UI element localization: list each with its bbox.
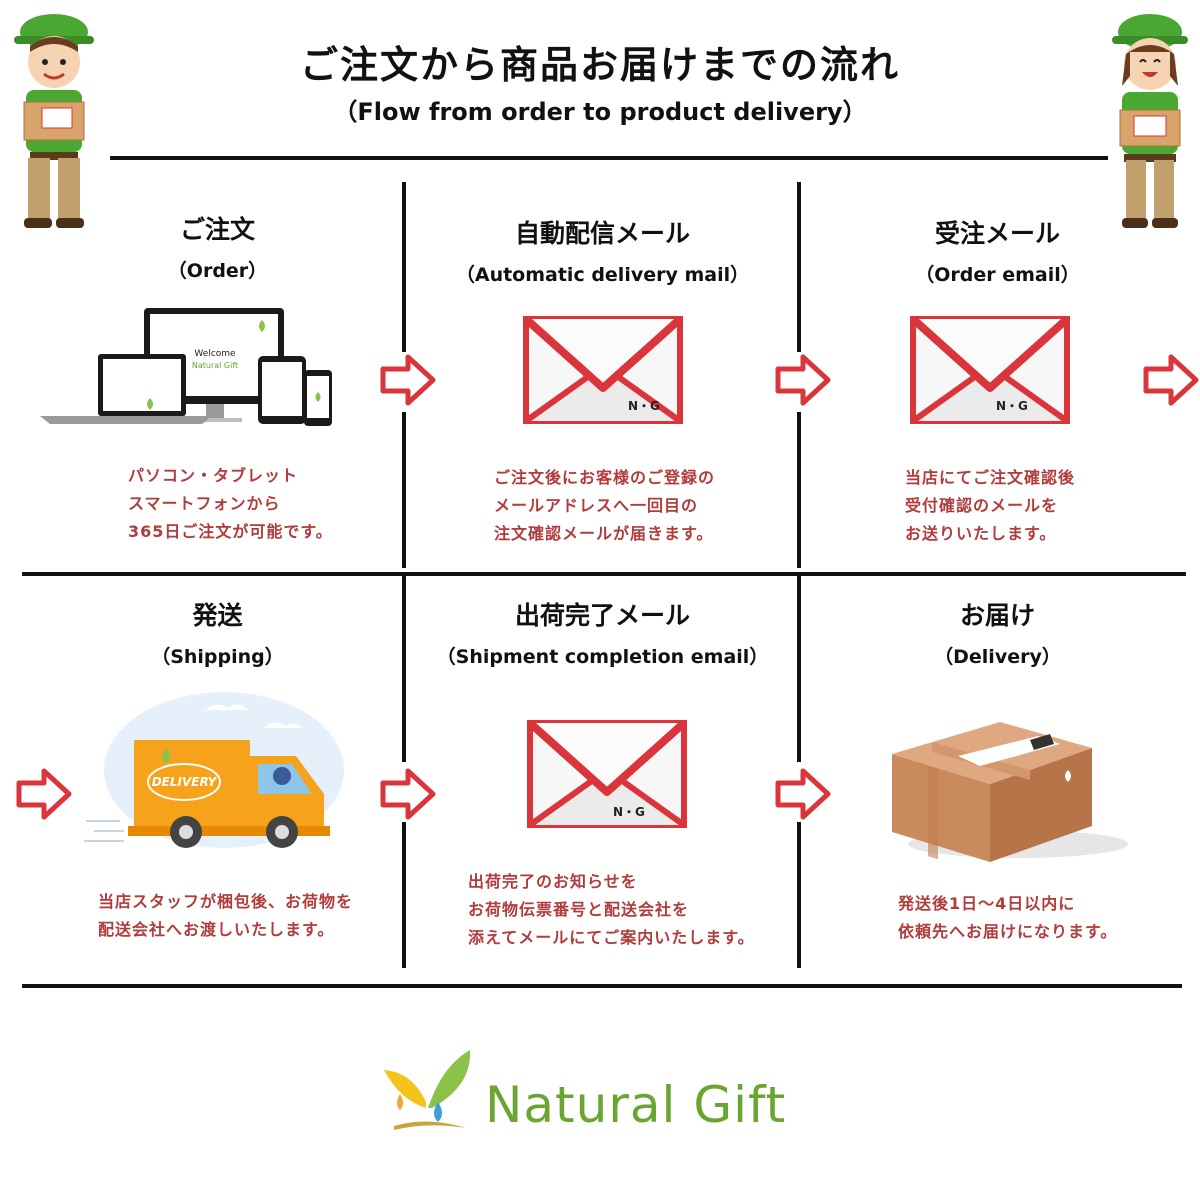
arrow-right-icon [1143,354,1199,406]
arrow-right-icon [775,354,831,406]
step-subtitle: （Delivery） [934,646,1061,668]
column-divider [402,822,406,968]
arrow-right-icon [380,354,436,406]
page-title: ご注文から商品お届けまでの流れ [299,43,900,87]
device-brand-text: Natural Gift [192,361,238,370]
column-divider [402,182,406,352]
truck-label-text: DELIVERY [152,775,218,789]
description-line: 配送会社へお渡しいたします。 [98,920,335,939]
delivery-staff-mascot-left-icon [14,14,94,228]
envelope-mark-text: N・G [628,399,660,413]
bottom-divider [22,984,1182,988]
devices-icon: Welcome Natural Gift [40,308,332,426]
column-divider [797,576,801,762]
column-divider [797,182,801,352]
arrow-right-icon [380,768,436,820]
step-title: 発送 [192,601,243,630]
column-divider [402,576,406,762]
description-line: 当店スタッフが梱包後、お荷物を [98,892,354,911]
description-line: お荷物伝票番号と配送会社を [468,900,690,919]
natural-gift-logo-icon [384,1050,471,1130]
envelope-icon: N・G [527,720,687,828]
step-order-email: 受注メール （Order email） [800,214,1195,287]
step-automatic-mail: 自動配信メール （Automatic delivery mail） [405,214,800,287]
step-order: ご注文 （Order） [20,210,415,283]
row-divider [22,572,1186,576]
step-subtitle: （Shipping） [151,646,284,668]
step-title: 自動配信メール [514,219,690,248]
step-shipment-completion: 出荷完了メール （Shipment completion email） [405,596,800,669]
description-line: 依頼先へお届けになります。 [898,922,1118,941]
package-box-icon [892,722,1128,862]
description-line: メールアドレスへ一回目の [494,496,699,515]
description-line: ご注文後にお客様のご登録の [494,468,716,487]
description-line: パソコン・タブレット [128,466,299,485]
step-title: 出荷完了メール [514,601,690,630]
column-divider [402,412,406,568]
column-divider [797,412,801,568]
description-line: 365日ご注文が可能です。 [128,522,333,541]
step-subtitle: （Shipment completion email） [436,646,769,668]
step-delivery: お届け （Delivery） [800,596,1195,669]
device-welcome-text: Welcome [194,349,236,359]
step-shipping: 発送 （Shipping） [20,596,415,669]
step-subtitle: （Order email） [915,264,1080,286]
description-line: 発送後1日～4日以内に [898,894,1076,913]
description-line: お送りいたします。 [905,524,1057,543]
description-line: 添えてメールにてご案内いたします。 [468,928,755,947]
step-description: ご注文後にお客様のご登録の メールアドレスへ一回目の 注文確認メールが届きます。 [494,464,715,548]
page-subtitle: （Flow from order to product delivery） [333,98,867,126]
description-line: 当店にてご注文確認後 [905,468,1076,487]
brand-logo-text: Natural Gift [485,1076,787,1134]
delivery-truck-icon: DELIVERY [84,692,344,848]
step-title: ご注文 [179,215,255,244]
step-title: お届け [959,601,1035,630]
header-divider [110,156,1108,160]
envelope-mark-text: N・G [613,805,645,819]
envelope-mark-text: N・G [996,399,1028,413]
step-description: 当店にてご注文確認後 受付確認のメールを お送りいたします。 [905,464,1075,548]
arrow-right-icon [16,768,72,820]
delivery-staff-mascot-right-icon [1112,14,1188,228]
description-line: 受付確認のメールを [905,496,1059,515]
step-description: パソコン・タブレット スマートフォンから 365日ご注文が可能です。 [128,462,333,546]
step-subtitle: （Order） [167,260,268,282]
envelope-icon: N・G [910,316,1070,424]
step-description: 出荷完了のお知らせを お荷物伝票番号と配送会社を 添えてメールにてご案内いたしま… [468,868,755,952]
description-line: 注文確認メールが届きます。 [494,524,714,543]
description-line: 出荷完了のお知らせを [468,872,638,891]
step-description: 当店スタッフが梱包後、お荷物を 配送会社へお渡しいたします。 [98,888,353,944]
arrow-right-icon [775,768,831,820]
step-title: 受注メール [934,219,1060,248]
description-line: スマートフォンから [128,494,281,513]
step-description: 発送後1日～4日以内に 依頼先へお届けになります。 [898,890,1117,946]
envelope-icon: N・G [523,316,683,424]
step-subtitle: （Automatic delivery mail） [455,264,750,286]
column-divider [797,822,801,968]
